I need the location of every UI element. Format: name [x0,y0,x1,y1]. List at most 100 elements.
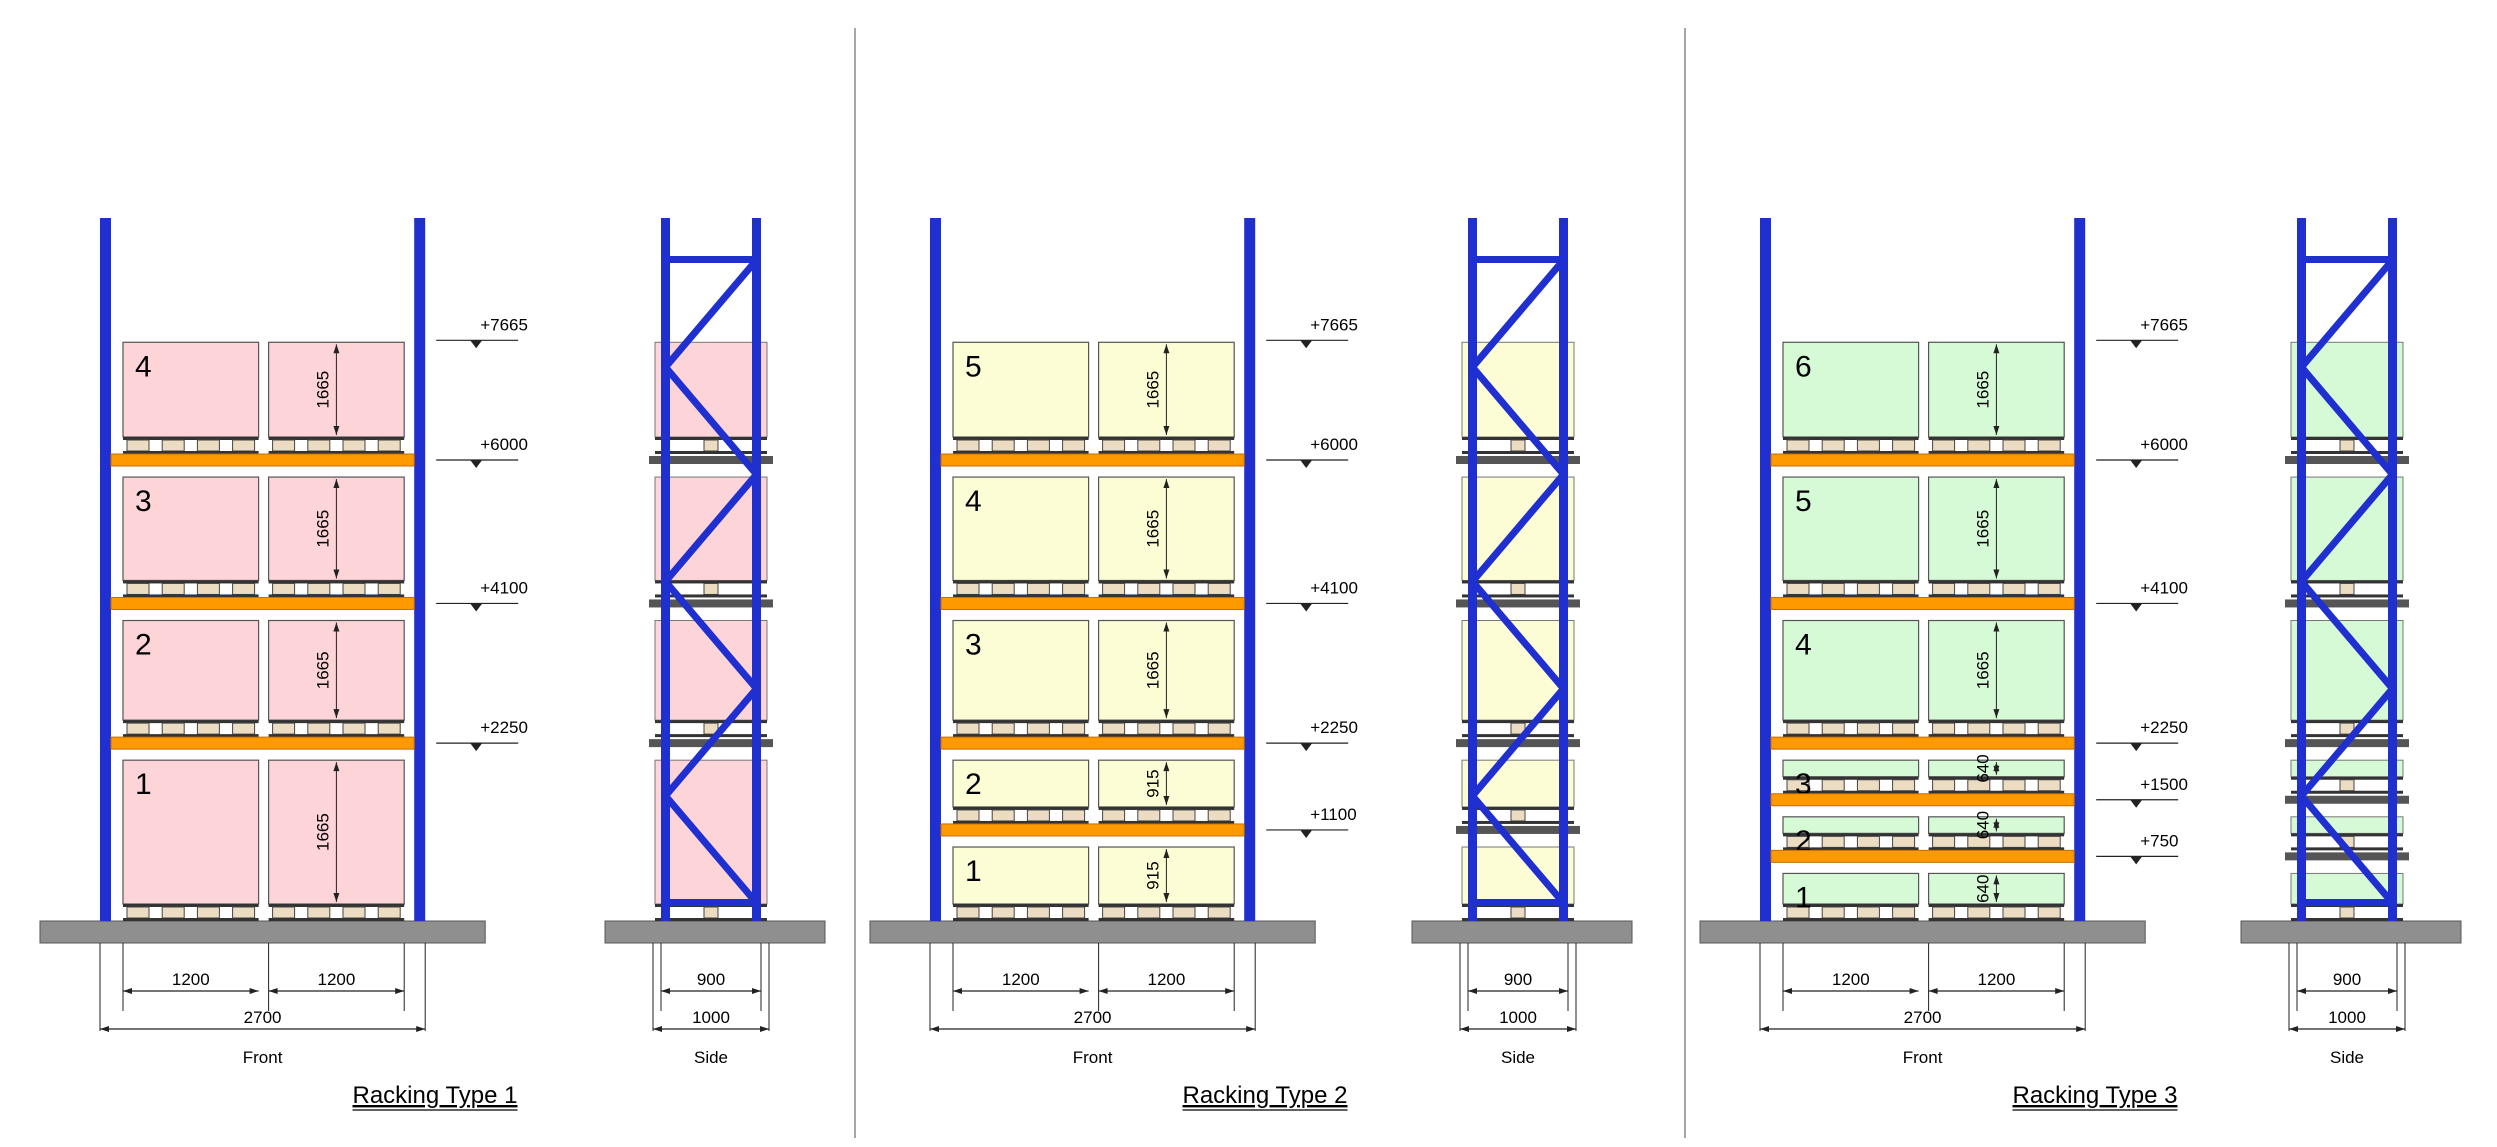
pallet-4-2-block [1172,582,1196,595]
beam [1770,736,2075,750]
undefined-arrow-right [752,988,761,994]
load-5-1 [1782,476,1920,582]
height-dim-label: 915 [1143,861,1162,889]
pallet-3-2-block [2037,779,2061,792]
pallet-1-1-block [126,906,150,919]
elevation-marker-symbol [470,603,483,612]
undefined-label: 900 [697,970,725,989]
pallet-3-1-bottom-board [953,734,1089,738]
level-number: 5 [965,350,982,383]
pallet-6-1-block [1856,439,1880,452]
pallet-1-1-bottom-board [1783,918,1919,921]
side-pallet-bottom [2291,451,2403,454]
elevation-marker-value: +4100 [1310,578,1358,597]
height-dim-arrow-top [1993,622,2000,632]
undefined-arrow-right [249,988,259,994]
pallet-4-2-block [377,439,401,452]
side-bracing [660,257,762,906]
elevation-marker-symbol [2130,603,2143,612]
pallet-2-1-block [232,722,256,735]
load-3-1 [122,476,260,582]
side-post-right [752,218,761,921]
side-pallet-block [2339,582,2355,595]
level-number: 3 [1795,768,1812,801]
pallet-2-1-block [1821,835,1845,848]
undefined-label: 1200 [172,970,210,989]
side-pallet-deck [2291,720,2403,724]
pallet-4-1-deck [953,580,1089,584]
pallet-1-2-block [272,906,296,919]
pallet-5-2-block [1967,582,1991,595]
side-post-left [661,218,670,921]
load-5-1 [952,341,1090,438]
height-dim-label: 1665 [1143,651,1162,689]
side-top-horizontal [661,256,761,263]
floor-side [1411,920,1633,944]
rack-title: Racking Type 2 [1183,1082,1348,1109]
pallet-2-1-deck [953,806,1089,810]
undefined-arrow-right [1559,988,1568,994]
pallet-3-1-block [956,722,980,735]
beam [1770,453,2075,467]
height-dim-arrow-top [1993,344,2000,354]
pallet-2-1-block [1026,809,1050,822]
pallet-4-2-bottom-board [1928,734,2065,738]
pallet-3-1-deck [953,720,1089,724]
undefined-label: 1000 [2328,1008,2366,1027]
pallet-1-2-block [2037,906,2061,919]
top-elevation-marker-value: +7665 [480,315,528,334]
undefined-arrow-left [2289,1026,2298,1032]
side-pallet-bottom [1462,451,1574,454]
pallet-6-2-block [1967,439,1991,452]
beam [940,823,1245,837]
height-dim-arrow-top [1163,622,1170,632]
pallet-4-2-block [1102,582,1126,595]
pallet-3-2-bottom-board [1928,790,2065,794]
pallet-5-1-block [1892,582,1916,595]
pallet-2-1-block [1856,835,1880,848]
pallet-5-1-deck [1783,580,1919,584]
undefined-arrow-left [1460,1026,1469,1032]
side-pallet-bottom [2291,790,2403,794]
pallet-6-1-bottom-board [1783,451,1919,454]
pallet-1-1-block [1062,906,1086,919]
pallet-1-1-block [1856,906,1880,919]
height-dim-arrow-bottom [1993,765,2000,775]
elevation-marker-value: +2250 [2140,718,2188,737]
pallet-5-2-bottom-board [1098,451,1235,454]
pallet-4-1-block [1786,722,1810,735]
side-post-right [2388,218,2397,921]
pallet-6-1-deck [1783,437,1919,440]
height-dim-arrow-top [1163,479,1170,489]
side-pallet-bottom [655,734,767,738]
pallet-1-1-deck [123,904,259,907]
pallet-2-1-bottom-board [123,734,259,738]
side-load-3 [2290,759,2404,778]
side-pallet-bottom [1462,734,1574,738]
rack-1: 11665216653166541665+2250+4100+6000+7665… [39,218,826,1111]
pallet-3-1-deck [123,580,259,584]
load-4-1 [1782,619,1920,721]
pallet-4-2-bottom-board [268,451,405,454]
undefined-arrow-right [1246,1026,1256,1032]
pallet-3-2-deck [1928,776,2065,780]
pallet-2-2-bottom-board [1098,820,1235,824]
height-dim-arrow-bottom [333,569,340,579]
undefined-arrow-right [760,1026,769,1032]
pallet-1-2-block [307,906,331,919]
side-beam [2285,456,2409,464]
side-pallet-deck [1462,806,1574,810]
pallet-1-2-block [1967,906,1991,919]
pallet-1-2-deck [1098,904,1235,907]
pallet-1-2-block [1172,906,1196,919]
front-view-label: Front [243,1048,283,1067]
pallet-4-1-block [1821,722,1845,735]
height-dim-label: 640 [1973,875,1992,903]
pallet-5-2-block [2002,582,2026,595]
side-view-label: Side [694,1048,728,1067]
pallet-2-2-block [1932,835,1956,848]
undefined-label: 900 [1504,970,1532,989]
height-dim-label: 1665 [313,651,332,689]
height-dim-arrow-bottom [1163,569,1170,579]
